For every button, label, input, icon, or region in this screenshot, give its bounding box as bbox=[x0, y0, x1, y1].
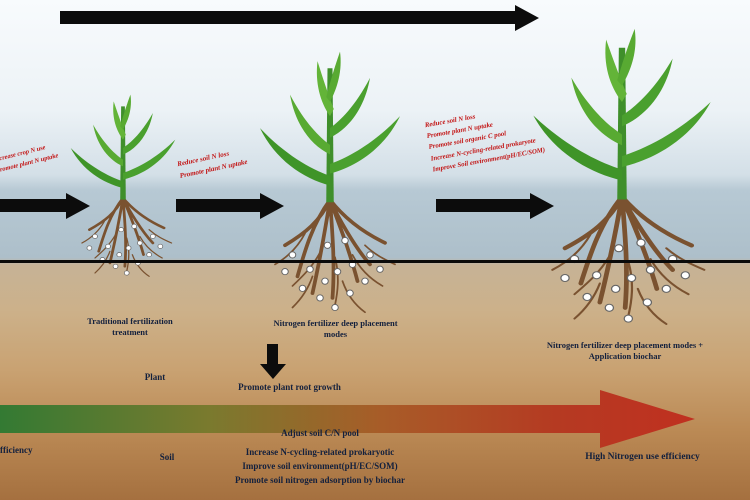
efficiency-gradient-arrow bbox=[0, 390, 695, 448]
plant-large-deep-placement-biochar bbox=[527, 18, 717, 343]
down-arrow-root-growth bbox=[267, 344, 278, 364]
bottom-line: Increase N-cycling-related prokaryotic bbox=[245, 447, 395, 457]
top-progress-arrow bbox=[60, 11, 515, 24]
treatment-label-deep-placement: Nitrogen fertilizer deep placement modes bbox=[273, 318, 398, 339]
plant-medium-deep-placement bbox=[258, 49, 402, 315]
plant-shape-use bbox=[533, 29, 710, 324]
plant-small-traditional bbox=[69, 93, 177, 278]
fertilizer-depth-line bbox=[0, 260, 750, 263]
bottom-line: Promote soil nitrogen adsorption by bioc… bbox=[235, 474, 405, 485]
treatment-label-biochar: Nitrogen fertilizer deep placement modes… bbox=[546, 340, 704, 361]
treatment-label-traditional: Traditional fertilization treatment bbox=[87, 316, 173, 337]
bottom-line: Improve soil environment(pH/EC/SOM) bbox=[242, 460, 398, 471]
left-edge-arrow bbox=[0, 199, 66, 212]
plant-shape-use bbox=[258, 49, 402, 315]
high-nitrogen-efficiency-label: High Nitrogen use efficiency bbox=[585, 452, 700, 462]
row-label-plant: Plant bbox=[144, 372, 166, 382]
bottom-left-cutoff-text: fficiency bbox=[0, 445, 33, 455]
bottom-soil-benefit-lines: Increase N-cycling-related prokaryotic I… bbox=[185, 446, 455, 488]
row-label-soil: Soil bbox=[159, 452, 175, 462]
bottom-line-adjust-cn-pool: Adjust soil C/N pool bbox=[281, 428, 359, 438]
root-growth-note: Promote plant root growth bbox=[238, 382, 341, 392]
plant-shape-use bbox=[69, 93, 177, 278]
arrow-traditional-to-deep bbox=[176, 199, 260, 212]
arrow-deep-to-biochar bbox=[436, 199, 530, 212]
annotation-mid-red: Reduce soil N loss Promote plant N uptak… bbox=[176, 145, 249, 182]
annotation-left-red: Increase crop N use Promote plant N upta… bbox=[0, 141, 60, 177]
